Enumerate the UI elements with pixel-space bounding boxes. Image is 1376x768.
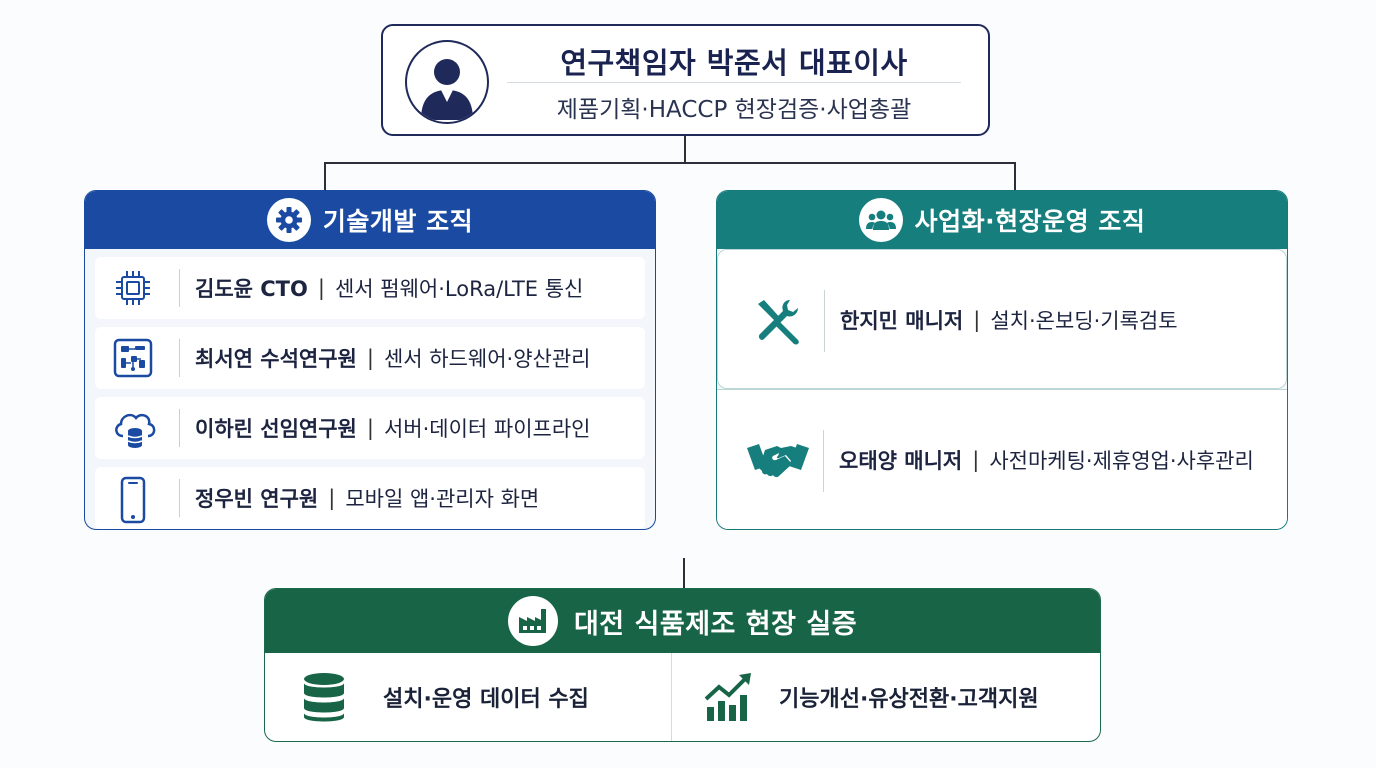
- member-name: 김도윤 CTO: [195, 277, 308, 301]
- member-row-oh: 오태양 매니저 | 사전마케팅·제휴영업·사후관리: [717, 389, 1287, 529]
- field-item-label: 설치·운영 데이터 수집: [383, 687, 589, 712]
- gear-icon: [266, 198, 311, 242]
- row-divider: [179, 339, 180, 377]
- field-item-improve: 기능개선·유상전환·고객지원: [683, 653, 1100, 741]
- leader-divider: [507, 82, 961, 83]
- biz-org-panel: 사업화·현장운영 조직 한지민 매니저 | 설치·온보딩·기록검토: [716, 190, 1288, 530]
- row-divider: [179, 479, 180, 517]
- group-icon: [858, 198, 903, 242]
- connector-horizontal: [324, 162, 1016, 164]
- database-icon: [299, 671, 349, 723]
- biz-org-header: 사업화·현장운영 조직: [717, 191, 1287, 249]
- member-row-jung: 정우빈 연구원 | 모바일 앱·관리자 화면: [95, 467, 645, 529]
- leader-subtitle: 제품기획·HACCP 현장검증·사업총괄: [556, 97, 912, 123]
- separator-bar: |: [366, 416, 374, 440]
- handshake-icon: [745, 434, 811, 490]
- tech-org-header: 기술개발 조직: [85, 191, 655, 249]
- smartphone-icon: [111, 476, 155, 524]
- member-role: 설치·온보딩·기록검토: [990, 309, 1178, 333]
- connector-to-field: [683, 558, 685, 588]
- leader-title: 연구책임자 박준서 대표이사: [560, 46, 908, 80]
- cloud-database-icon: [111, 406, 156, 450]
- field-item-data: 설치·운영 데이터 수집: [265, 653, 682, 741]
- leader-card: 연구책임자 박준서 대표이사 제품기획·HACCP 현장검증·사업총괄: [381, 24, 990, 136]
- member-name: 오태양 매니저: [839, 449, 963, 473]
- field-test-title: 대전 식품제조 현장 실증: [573, 608, 858, 640]
- connector-leader-down: [684, 136, 686, 163]
- member-role: 모바일 앱·관리자 화면: [345, 487, 540, 511]
- member-row-kim: 김도윤 CTO | 센서 펌웨어·LoRa/LTE 통신: [95, 257, 645, 319]
- person-icon: [405, 40, 489, 124]
- member-name: 최서연 수석연구원: [195, 347, 357, 371]
- separator-bar: |: [972, 448, 980, 472]
- separator-bar: |: [366, 346, 374, 370]
- chip-icon: [111, 266, 155, 310]
- row-divider: [824, 290, 825, 352]
- row-divider: [179, 409, 180, 447]
- factory-icon: [507, 596, 558, 646]
- member-role: 센서 하드웨어·양산관리: [383, 347, 591, 371]
- row-divider: [823, 430, 824, 492]
- tech-org-title: 기술개발 조직: [322, 207, 474, 236]
- connector-to-biz: [1014, 162, 1016, 190]
- member-name: 정우빈 연구원: [195, 487, 319, 511]
- field-test-header: 대전 식품제조 현장 실증: [265, 589, 1100, 653]
- tech-org-panel: 기술개발 조직 김도윤 CTO | 센서 펌웨어·LoRa/LTE 통신: [84, 190, 656, 530]
- separator-bar: |: [328, 486, 336, 510]
- biz-org-title: 사업화·현장운영 조직: [914, 207, 1146, 236]
- separator-bar: |: [317, 276, 325, 300]
- growth-chart-icon: [703, 671, 753, 723]
- field-test-card: 대전 식품제조 현장 실증 설치·운영 데이터 수집: [264, 588, 1101, 742]
- member-role: 사전마케팅·제휴영업·사후관리: [989, 449, 1254, 473]
- member-name: 이하린 선임연구원: [195, 417, 357, 441]
- member-name: 한지민 매니저: [840, 309, 964, 333]
- circuit-board-icon: [111, 336, 155, 380]
- field-divider: [671, 653, 672, 741]
- row-divider: [179, 269, 180, 307]
- field-test-body: 설치·운영 데이터 수집 기능개선·유상전환·고객지원: [265, 653, 1100, 741]
- tools-icon: [750, 294, 806, 350]
- member-role: 센서 펌웨어·LoRa/LTE 통신: [334, 277, 584, 301]
- member-row-han: 한지민 매니저 | 설치·온보딩·기록검토: [717, 249, 1287, 389]
- member-row-lee: 이하린 선임연구원 | 서버·데이터 파이프라인: [95, 397, 645, 459]
- field-item-label: 기능개선·유상전환·고객지원: [779, 687, 1039, 712]
- member-row-choi: 최서연 수석연구원 | 센서 하드웨어·양산관리: [95, 327, 645, 389]
- member-role: 서버·데이터 파이프라인: [383, 417, 591, 441]
- separator-bar: |: [973, 308, 981, 332]
- connector-to-tech: [324, 162, 326, 190]
